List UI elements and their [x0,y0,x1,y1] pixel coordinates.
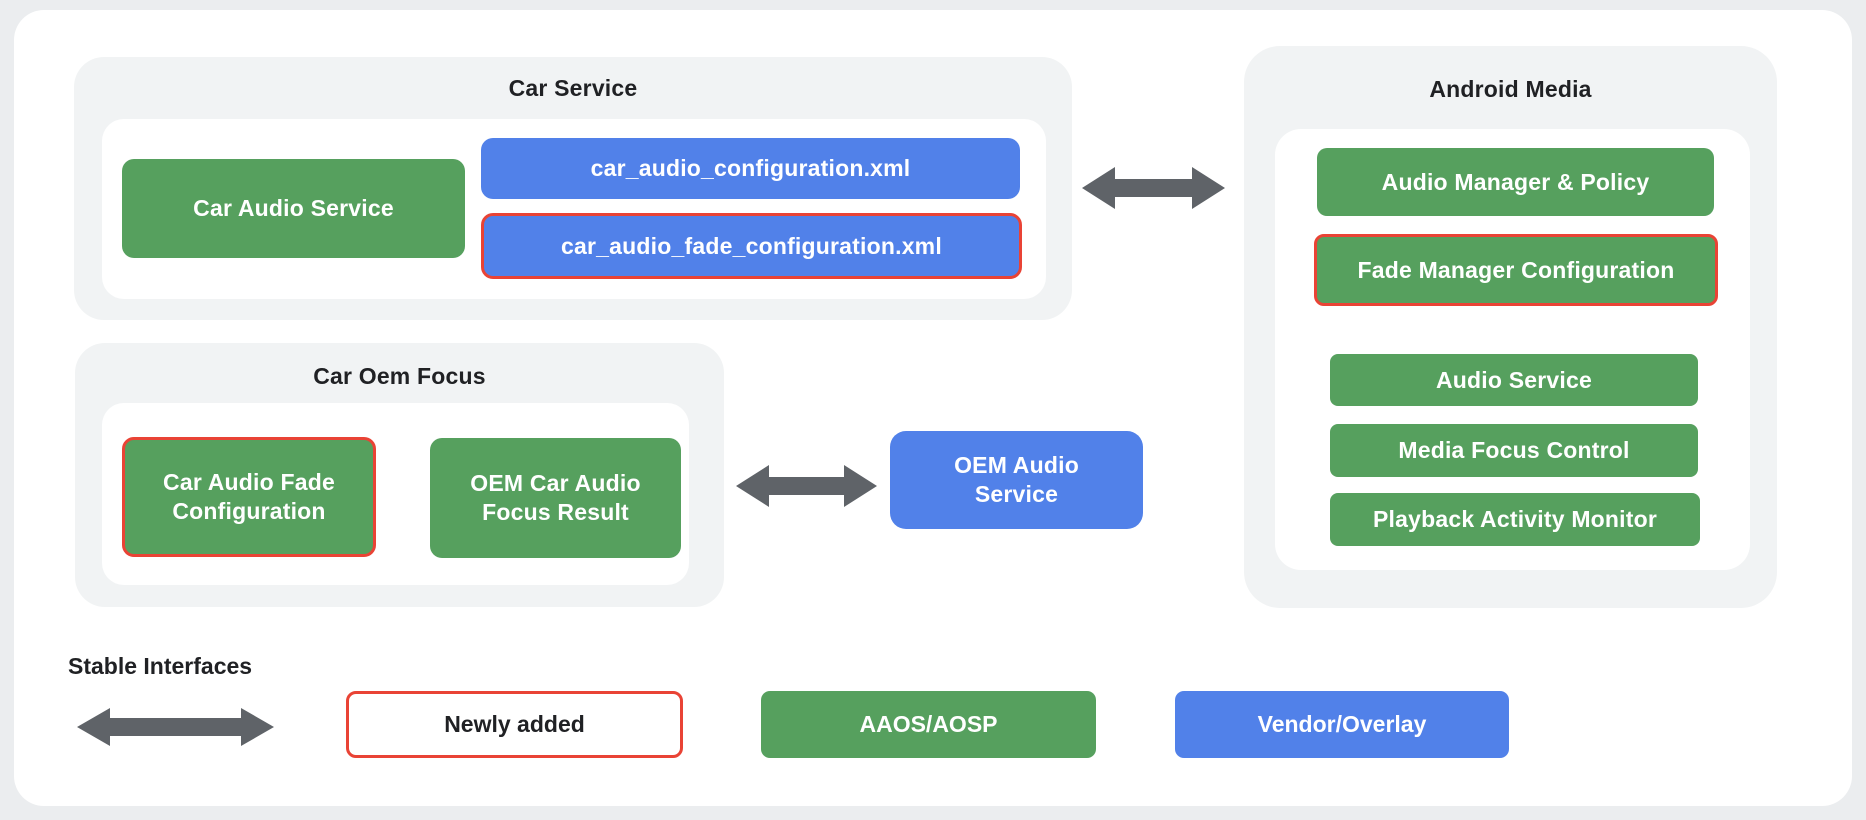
oem-audio-service-box: OEM Audio Service [890,431,1143,529]
car-service-group: Car Service Car Audio Service car_audio_… [74,57,1072,320]
car-audio-configuration-xml-box: car_audio_configuration.xml [481,138,1020,199]
android-media-group: Android Media Audio Manager & Policy Fad… [1244,46,1777,608]
bidirectional-arrow-icon [736,465,877,507]
car-service-panel: Car Audio Service car_audio_configuratio… [102,119,1046,299]
fade-manager-configuration-box: Fade Manager Configuration [1314,234,1718,306]
car-audio-service-box: Car Audio Service [122,159,465,258]
oem-car-audio-focus-result-box: OEM Car Audio Focus Result [430,438,681,558]
legend-stable-interfaces-label: Stable Interfaces [68,653,253,679]
car-oem-focus-panel: Car Audio Fade Configuration OEM Car Aud… [102,403,689,585]
audio-manager-policy-box: Audio Manager & Policy [1317,148,1714,216]
media-focus-control-box: Media Focus Control [1330,424,1698,477]
diagram-card: Car Service Car Audio Service car_audio_… [14,10,1852,806]
car-service-title: Car Service [508,75,638,101]
android-media-title: Android Media [1429,76,1592,102]
legend-vendor-overlay-box: Vendor/Overlay [1175,691,1509,758]
car-oem-focus-title: Car Oem Focus [313,363,486,389]
bidirectional-arrow-icon [1082,167,1225,209]
car-oem-focus-group: Car Oem Focus Car Audio Fade Configurati… [75,343,724,607]
car-audio-fade-configuration-xml-box: car_audio_fade_configuration.xml [481,213,1022,279]
bidirectional-arrow-icon [77,708,274,746]
audio-service-box: Audio Service [1330,354,1698,406]
legend-newly-added-box: Newly added [346,691,683,758]
android-media-panel: Audio Manager & Policy Fade Manager Conf… [1275,129,1750,570]
playback-activity-monitor-box: Playback Activity Monitor [1330,493,1700,546]
legend-aaos-aosp-box: AAOS/AOSP [761,691,1096,758]
car-audio-fade-configuration-box: Car Audio Fade Configuration [122,437,376,557]
